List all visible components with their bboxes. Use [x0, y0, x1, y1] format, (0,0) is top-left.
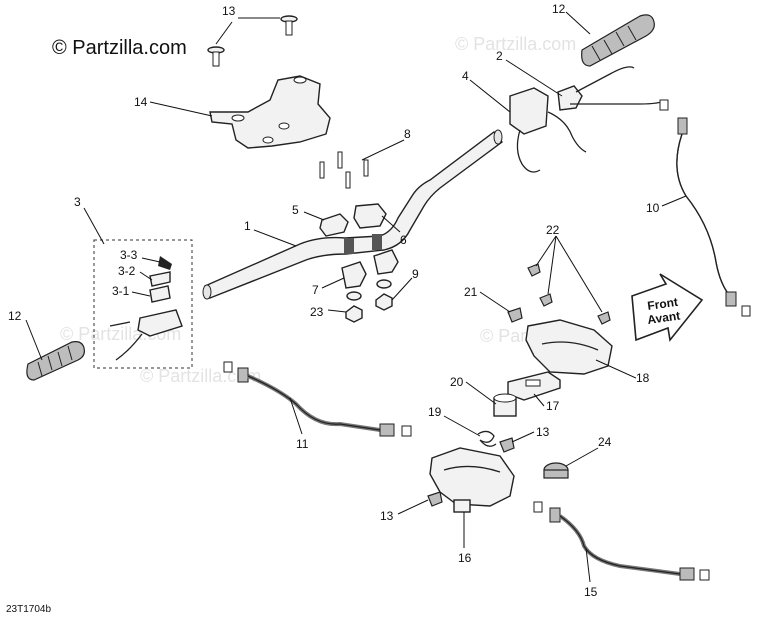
callout-18: 18: [636, 371, 650, 385]
callout-24: 24: [598, 435, 612, 449]
callout-17: 17: [546, 399, 560, 413]
callout-15: 15: [584, 585, 598, 599]
callout-8: 8: [404, 127, 411, 141]
arrow-label-front: Front: [646, 295, 678, 313]
callout-11: 11: [296, 437, 309, 451]
callout-3-1: 3-1: [112, 284, 130, 298]
callout-7: 7: [312, 283, 319, 297]
switch-part-4: [509, 87, 587, 173]
plate-part-17: [507, 371, 561, 401]
cap-part-24: [543, 462, 569, 479]
callout-labels: 13 14 12 2 4 8 10 3 1 5 6 7 9 23 3-3 3-2…: [8, 2, 660, 599]
callout-13-mid: 13: [536, 425, 550, 439]
grip-part-12-left: [26, 341, 85, 381]
screw-part-21: [507, 307, 523, 323]
callout-4: 4: [462, 69, 469, 83]
clamp-part-6: [353, 203, 387, 229]
callout-16: 16: [458, 551, 472, 565]
throttle-part-2: [557, 66, 667, 111]
washer-nut-parts: [345, 279, 393, 323]
cable-part-15: [533, 501, 710, 581]
handlebar-part-1: [202, 129, 504, 300]
callout-6: 6: [400, 233, 407, 247]
bushing-part-20: [493, 393, 517, 417]
callout-19: 19: [428, 405, 442, 419]
bracket-part-14: [209, 75, 331, 149]
screw-part-22: [527, 263, 611, 325]
callout-14: 14: [134, 95, 148, 109]
screw-part-13-mid: [427, 437, 515, 507]
callout-5: 5: [292, 203, 299, 217]
callout-1: 1: [244, 219, 251, 233]
callout-12-left: 12: [8, 309, 22, 323]
callout-13-low: 13: [380, 509, 394, 523]
brake-lever-detail-part-3: [93, 239, 193, 369]
callout-3-2: 3-2: [118, 264, 136, 278]
cable-part-10: [659, 99, 751, 317]
housing-lower-part-16: [429, 447, 515, 513]
callout-2: 2: [496, 49, 503, 63]
callout-21: 21: [464, 285, 478, 299]
arrow-label-avant: Avant: [646, 309, 681, 327]
callout-23: 23: [310, 305, 324, 319]
front-direction-arrow: Front Avant: [631, 273, 704, 342]
diagram-code: 23T1704b: [6, 604, 51, 615]
watermark-main: © Partzilla.com: [52, 37, 187, 59]
spring-part-19: [477, 430, 497, 447]
housing-upper-part-18: [525, 319, 613, 375]
clamp-lower-part-7: [341, 249, 399, 289]
clamp-part-5: [319, 213, 349, 237]
callout-13: 13: [222, 4, 236, 18]
grip-part-12-right: [581, 14, 655, 67]
cable-part-11: [223, 361, 412, 437]
leader-lines: [25, 11, 687, 583]
screw-part-13: [207, 15, 298, 67]
callout-3-3: 3-3: [120, 248, 138, 262]
callout-3: 3: [74, 195, 81, 209]
callout-12: 12: [552, 2, 566, 16]
callout-22: 22: [546, 223, 560, 237]
callout-9: 9: [412, 267, 419, 281]
callout-20: 20: [450, 375, 464, 389]
callout-10: 10: [646, 201, 660, 215]
watermark-faint: © Partzilla.com: [455, 34, 576, 54]
stud-part-8: [319, 151, 369, 189]
